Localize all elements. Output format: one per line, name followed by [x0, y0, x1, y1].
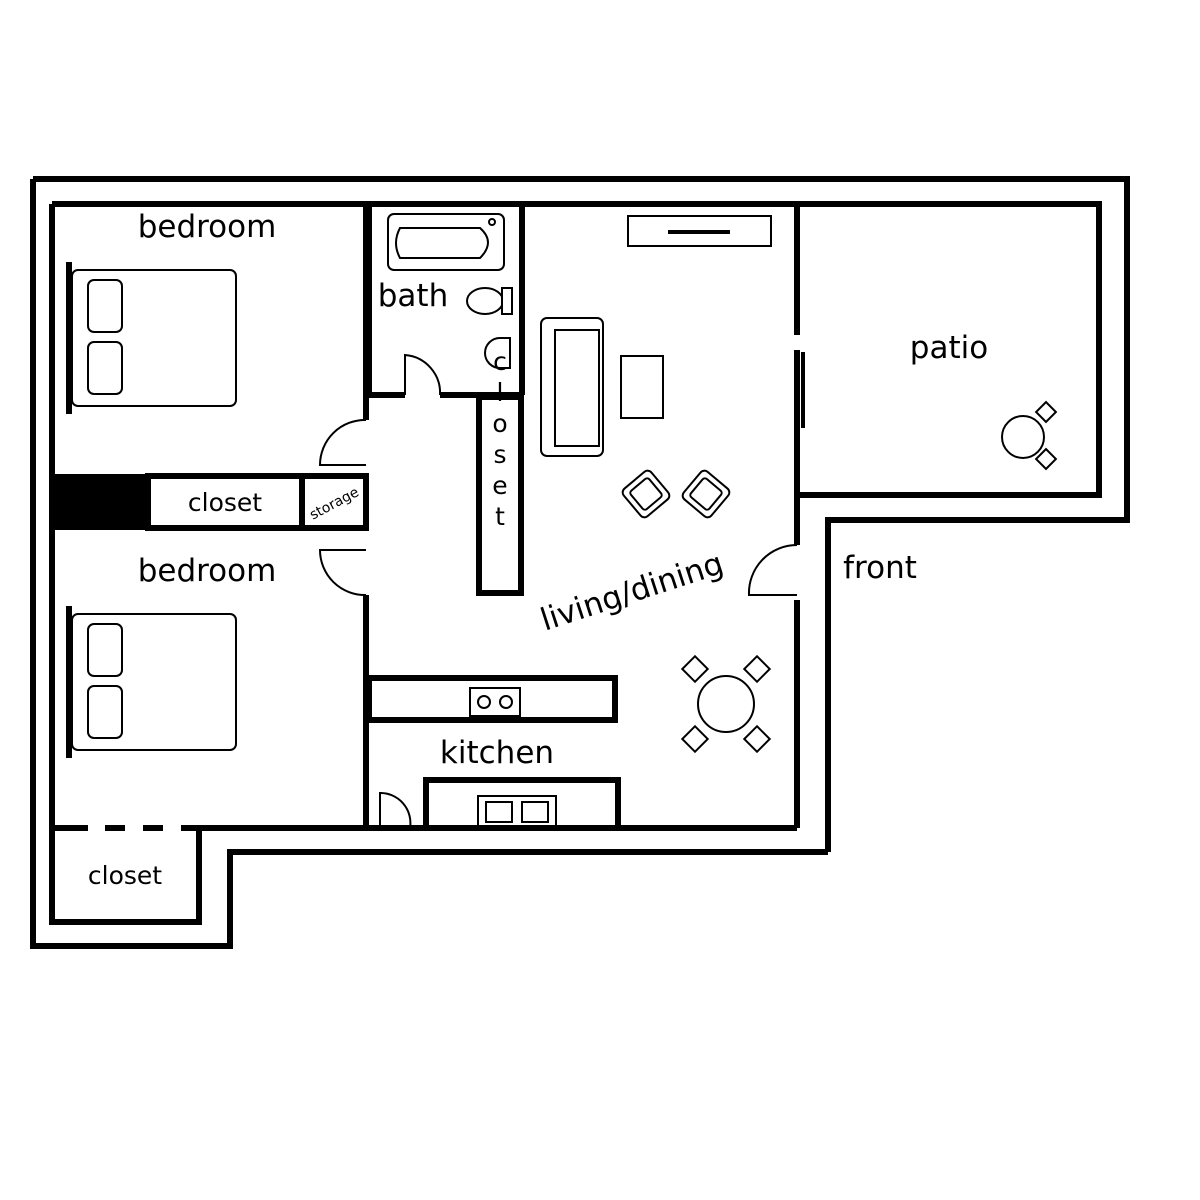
bed-bottom [66, 606, 237, 758]
toilet [466, 287, 513, 315]
closet-vertical-label: closet [486, 347, 515, 533]
coffee-table [620, 355, 664, 419]
doors [318, 352, 805, 829]
kitchen-sink [477, 795, 557, 827]
patio-table [1001, 400, 1058, 471]
patio-label: patio [910, 330, 988, 366]
closet-band [52, 473, 369, 531]
sink-bath [484, 337, 511, 369]
bedroom-top-label: bedroom [138, 209, 277, 245]
outer-wall [30, 176, 1130, 949]
bath-label: bath [378, 278, 448, 314]
closet-mid-label: closet [188, 488, 262, 517]
living-dining-label: living/dining [536, 546, 728, 639]
kitchen-counters [366, 675, 621, 831]
dining-table [680, 654, 772, 754]
armchair-right [681, 469, 731, 519]
armchair-left [621, 469, 671, 519]
bedroom-bottom-label: bedroom [138, 553, 277, 589]
stove [469, 687, 521, 717]
kitchen-label: kitchen [440, 735, 554, 771]
sofa [540, 317, 604, 457]
tv-console [627, 215, 772, 247]
vertical-closet [476, 394, 524, 596]
front-label: front [843, 550, 917, 586]
closet-bottom-label: closet [88, 861, 162, 890]
bed-top [66, 262, 237, 414]
bathtub [387, 213, 505, 271]
storage-label: storage [307, 484, 361, 523]
